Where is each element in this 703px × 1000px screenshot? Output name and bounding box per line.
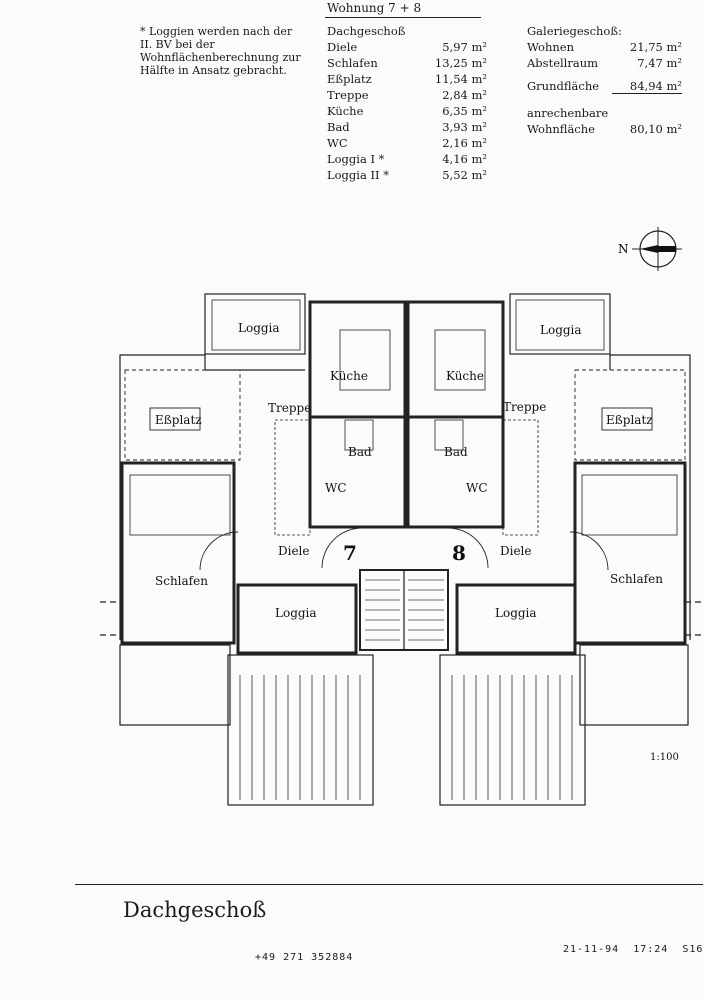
unit-number-left: 7 [343,541,357,565]
dachgeschoss-row-value: 4,16 m² [442,152,487,166]
label-essplatz-left: Eßplatz [155,413,202,427]
scale-label: 1:100 [650,752,679,763]
footer-title: Dachgeschoß [123,898,267,922]
dachgeschoss-row-label: Diele [327,40,358,54]
label-bad-left: Bad [348,445,372,459]
fax-number: +49 271 352884 [255,952,354,963]
label-wc-left: WC [325,481,347,495]
label-wc-right: WC [466,481,488,495]
wohnflaeche-label: Wohnfläche [527,122,595,136]
label-loggia-top-left: Loggia [238,321,280,335]
wohnflaeche-value: 80,10 m² [629,122,682,136]
footer-rule [75,884,703,885]
galerie-row-label: Abstellraum [527,56,599,70]
dachgeschoss-row-value: 2,84 m² [442,88,487,102]
dachgeschoss-row-label: Eßplatz [327,72,372,86]
area-footnote: * Loggien werden nach der II. BV bei der… [140,25,301,77]
label-loggia-top-right: Loggia [540,323,582,337]
fax-timestamp: 21-11-94 17:24 S16 [563,944,703,955]
label-schlafen-right: Schlafen [610,572,663,586]
label-essplatz-right: Eßplatz [606,413,653,427]
label-loggia-bottom-left: Loggia [275,606,317,620]
dachgeschoss-row-label: Treppe [327,88,369,102]
dachgeschoss-row-value: 6,35 m² [442,104,487,118]
unit-number-right: 8 [452,541,466,565]
label-diele-right: Diele [500,544,532,558]
label-diele-left: Diele [278,544,310,558]
label-kueche-left: Küche [330,369,368,383]
label-treppe-right: Treppe [503,400,546,414]
dachgeschoss-row-value: 13,25 m² [434,56,487,70]
label-kueche-right: Küche [446,369,484,383]
grundflaeche-label: Grundfläche [527,79,600,93]
dachgeschoss-row-value: 5,52 m² [442,168,487,182]
dachgeschoss-row-label: Bad [327,120,350,134]
label-schlafen-left: Schlafen [155,574,208,588]
header-underline [325,17,481,18]
dachgeschoss-row-value: 3,93 m² [442,120,487,134]
label-treppe-left: Treppe [268,401,311,415]
galerie-row-value: 21,75 m² [629,40,682,54]
compass-north-label: N [618,242,629,256]
north-compass: N [618,227,682,271]
dachgeschoss-row-label: Loggia I * [327,152,385,166]
dachgeschoss-row-label: Schlafen [327,56,378,70]
dachgeschoss-row-label: Loggia II * [327,168,389,182]
label-bad-right: Bad [444,445,468,459]
floor-plan: Loggia Loggia Küche Küche Treppe Treppe … [100,293,703,806]
grundflaeche-value: 84,94 m² [612,79,682,94]
dachgeschoss-row-value: 5,97 m² [442,40,487,54]
galerie-title: Galeriegeschoß: [527,24,622,38]
label-loggia-bottom-right: Loggia [495,606,537,620]
dachgeschoss-title: Dachgeschoß [327,24,406,38]
dachgeschoss-row-value: 11,54 m² [434,72,487,86]
apartment-header: Wohnung 7 + 8 [327,1,422,15]
dachgeschoss-row-label: WC [327,136,348,150]
dachgeschoss-row-value: 2,16 m² [442,136,487,150]
galerie-row-value: 7,47 m² [637,56,682,70]
dachgeschoss-row-label: Küche [327,104,364,118]
galerie-row-label: Wohnen [527,40,574,54]
anrechenbare-label: anrechenbare [527,106,609,120]
